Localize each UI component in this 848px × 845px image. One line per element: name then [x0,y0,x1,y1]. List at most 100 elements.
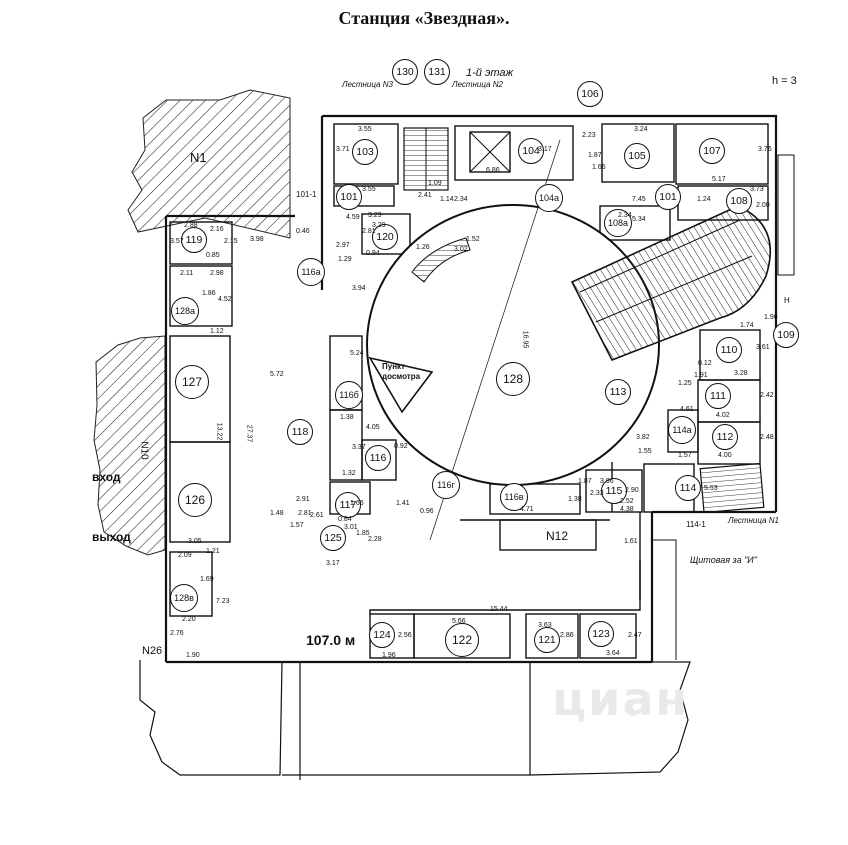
dimension-label: 13.22 [215,422,223,441]
dimension-label: 3.64 [606,650,620,657]
code-101-1: 101-1 [296,190,317,199]
dimension-label: 2.20 [182,616,196,623]
room-128: 128 [496,362,530,396]
room-127: 127 [175,365,209,399]
dimension-label: 0.94 [366,250,380,257]
room-116в: 116в [500,483,528,511]
dimension-label: 2.28 [368,536,382,543]
dimension-label: 4.52 [218,296,232,303]
dimension-label: 0.96 [420,508,434,515]
dimension-label: 16.95 [521,330,529,349]
dimension-label: 1.29 [338,256,352,263]
dimension-label: 1.85 [356,530,370,537]
room-122: 122 [445,623,479,657]
dimension-label: 5.24 [350,350,364,357]
floor-label: 1-й этаж [466,67,514,79]
dimension-label: 2.56 [398,632,412,639]
dimension-label: 2.88 [184,222,198,229]
stair-n3-label: Лестница N3 [342,80,393,89]
room-117: 117 [335,492,361,518]
room-116б: 116б [335,381,363,409]
dimension-label: 3.24 [634,126,648,133]
hatched-block-n1 [127,89,291,239]
hatched-block-n10 [93,335,166,556]
dimension-label: 2.09 [178,552,192,559]
dimension-label: 0.85 [206,252,220,259]
dimension-label: 3.55 [358,126,372,133]
block-n26-label: N26 [142,645,163,657]
dimension-label: 4.71 [520,506,534,513]
dimension-label: 1.52 [466,236,480,243]
code-h: H [784,296,790,305]
room-105: 105 [624,143,650,169]
dimension-label: 3.55 [362,186,376,193]
dimension-label: 1.96 [382,652,396,659]
dimension-label: 2.52 [620,498,634,505]
room-130: 130 [392,59,418,85]
inner-escalator-arc [411,237,471,283]
checkpoint-label-2: досмотра [382,372,421,381]
dimension-label: 3.71 [336,146,350,153]
checkpoint-wedge [368,356,434,414]
room-111: 111 [705,383,731,409]
room-116г: 116г [432,471,460,499]
room-121: 121 [534,627,560,653]
right-annex [652,154,795,660]
dimension-label: 2.86 [560,632,574,639]
dimension-label: 15.44 [490,606,508,613]
dimension-label: 6.86 [486,167,500,174]
dimension-label: 1.90 [186,652,200,659]
block-n1-label: N1 [190,150,207,165]
dimension-label: 0.92 [394,443,408,450]
room-113: 113 [605,379,631,405]
dimension-label: 2.81 [298,510,312,517]
elevator-symbol [469,131,511,173]
room-124: 124 [369,622,395,648]
dimension-label: 5.53 [704,485,718,492]
watermark: циан [552,672,690,726]
dimension-label: 2.41 [418,192,432,199]
height-note: h = 3 [772,75,797,87]
block-n12-label: N12 [546,529,569,543]
dimension-label: 2.90 [625,487,639,494]
room-116a: 116a [297,258,325,286]
dimension-label: 3.82 [636,434,650,441]
room-131: 131 [424,59,450,85]
dimension-label: 4.59 [346,214,360,221]
dimension-label: 4.38 [620,506,634,513]
room-114a: 114a [668,416,696,444]
dimension-label: 27.37 [245,424,253,443]
room-118: 118 [287,419,313,445]
dimension-label: 2.97 [336,242,350,249]
dimension-label: 4.02 [716,412,730,419]
room-116: 116 [365,445,391,471]
stairs-n1 [699,462,765,514]
inner-walls [169,123,769,659]
dimension-label: 1.12 [210,328,224,335]
dimension-label: 3.63 [538,622,552,629]
dimension-label: 2.81 [362,228,376,235]
dimension-label: 1.74 [740,322,754,329]
room-110: 110 [716,337,742,363]
dimension-label: 2.91 [296,496,310,503]
dimension-label: 2.34 [454,196,468,203]
room-119: 119 [181,227,207,253]
dimension-label: 2.61 [310,512,324,519]
escalator-tunnel [570,205,771,362]
dimension-label: 2.98 [210,270,224,277]
entrance-label: вход [92,470,121,484]
dimension-label: 3.57 [170,238,184,245]
dimension-label: 2.42 [760,392,774,399]
dimension-label: 2.23 [582,132,596,139]
dimension-label: 3.05 [188,538,202,545]
dimension-label: 5.17 [712,176,726,183]
dimension-label: 4.61 [680,406,694,413]
dimension-label: 1.87 [578,478,592,485]
room-108a: 108a [604,209,632,237]
dimension-label: 1.26 [416,244,430,251]
dimension-label: 1.61 [624,538,638,545]
dimension-label: 2.00 [756,202,770,209]
dimension-label: 2.47 [628,632,642,639]
room-104a: 104a [535,184,563,212]
